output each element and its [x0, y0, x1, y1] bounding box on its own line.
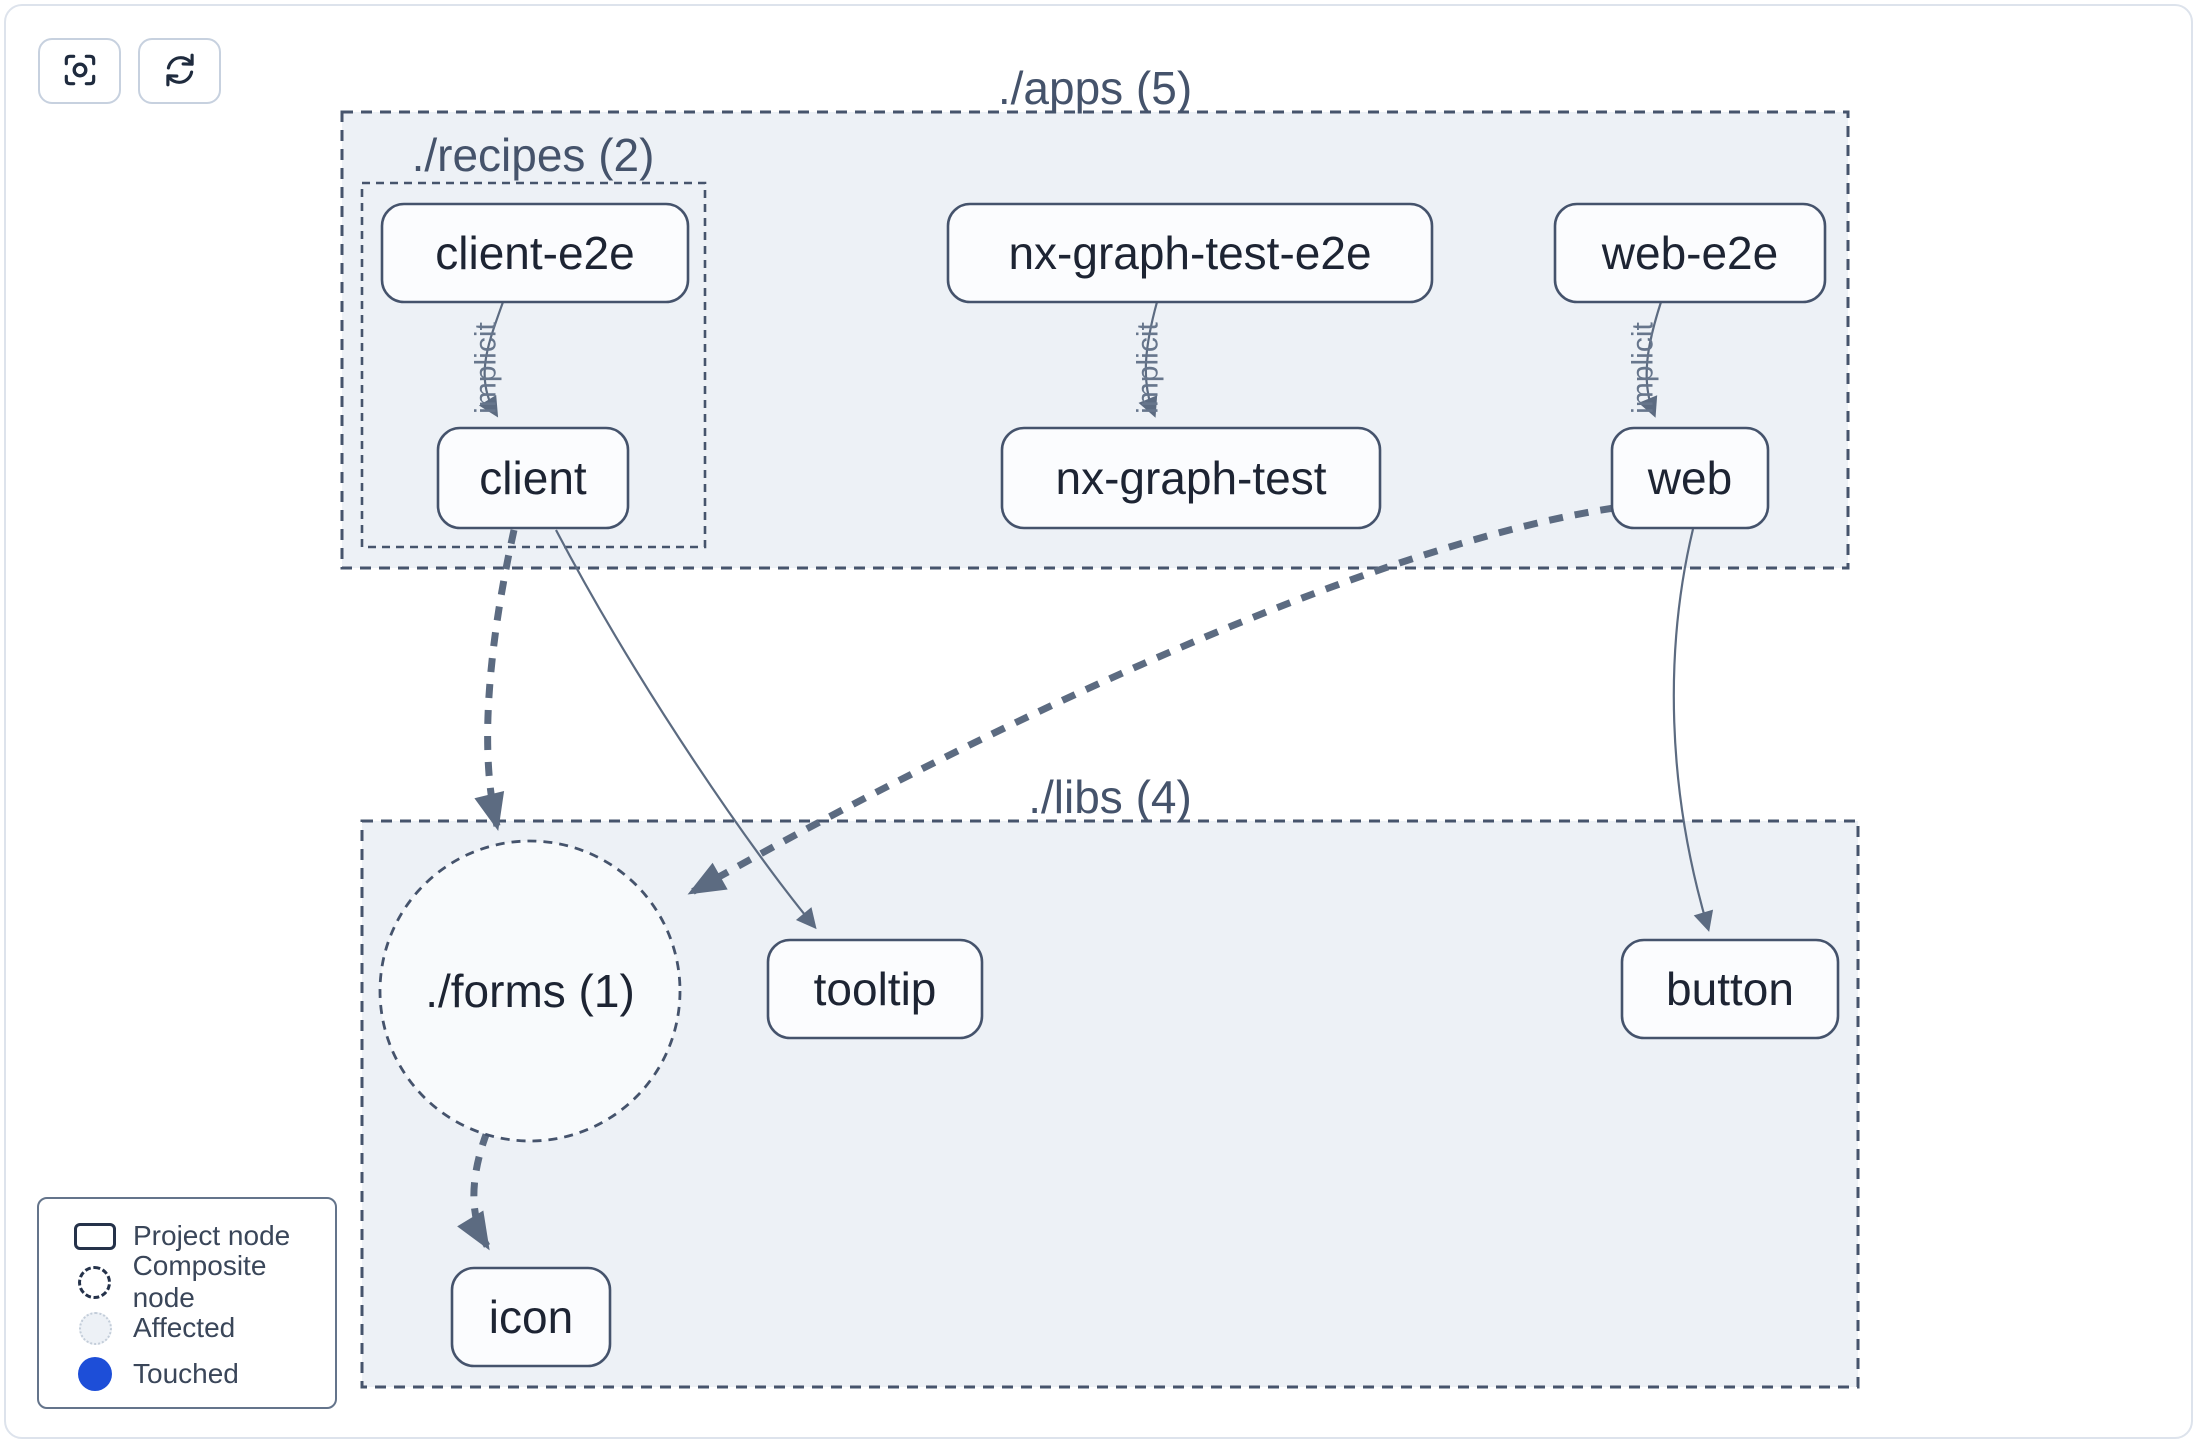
- node-nx-graph-test-e2e-label: nx-graph-test-e2e: [1008, 227, 1371, 279]
- edge-client-to-tooltip: [555, 529, 817, 930]
- group-label-libs: ./libs (4): [1028, 771, 1192, 823]
- group-label-recipes: ./recipes (2): [412, 129, 655, 181]
- touched-swatch-icon: [65, 1357, 125, 1391]
- node-tooltip-label: tooltip: [814, 963, 937, 1015]
- legend-label: Affected: [133, 1312, 236, 1343]
- node-nx-graph-test-e2e-rect[interactable]: [946, 202, 1434, 304]
- composite-node-forms-circle[interactable]: [378, 839, 682, 1143]
- edge-client-to-forms: [474, 529, 518, 831]
- node-button[interactable]: button: [1620, 938, 1840, 1040]
- node-button-label: button: [1666, 963, 1794, 1015]
- node-web-e2e[interactable]: web-e2e: [1553, 202, 1827, 304]
- composite-node-swatch-icon: [65, 1265, 125, 1299]
- node-client[interactable]: client: [436, 426, 630, 530]
- refresh-button[interactable]: [138, 38, 221, 104]
- zoom-to-fit-button[interactable]: [38, 38, 121, 104]
- node-nx-graph-test-rect[interactable]: [1000, 426, 1382, 530]
- node-client-e2e[interactable]: client-e2e: [380, 202, 690, 304]
- graph-legend: Project node Composite node Affected Tou…: [37, 1197, 337, 1409]
- edge-web-to-forms: [687, 504, 1615, 896]
- node-web-e2e-label: web-e2e: [1601, 227, 1778, 279]
- composite-node-forms[interactable]: ./forms (1): [378, 839, 682, 1143]
- node-icon-rect[interactable]: [450, 1266, 612, 1368]
- legend-item-composite-node: Composite node: [39, 1250, 335, 1313]
- edge-label-implicit-3: implicit: [1627, 322, 1660, 414]
- node-icon[interactable]: icon: [450, 1266, 612, 1368]
- legend-label: Project node: [133, 1220, 291, 1251]
- legend-item-project-node: Project node: [39, 1213, 335, 1259]
- group-label-apps: ./apps (5): [998, 62, 1192, 114]
- node-button-rect[interactable]: [1620, 938, 1840, 1040]
- edge-label-implicit-2: implicit: [1132, 322, 1165, 414]
- edge-label-implicit-1: implicit: [470, 322, 503, 414]
- node-client-rect[interactable]: [436, 426, 630, 530]
- edge-web-e2e-to-web: [1638, 301, 1663, 418]
- node-tooltip-rect[interactable]: [766, 938, 984, 1040]
- project-node-swatch-icon: [65, 1222, 125, 1250]
- node-web-e2e-rect[interactable]: [1553, 202, 1827, 304]
- group-recipes: ./recipes (2): [360, 129, 707, 549]
- composite-node-forms-label: ./forms (1): [425, 965, 635, 1017]
- node-nx-graph-test-e2e[interactable]: nx-graph-test-e2e: [946, 202, 1434, 304]
- node-client-label: client: [479, 452, 587, 504]
- refresh-arrows-icon: [160, 50, 200, 93]
- edge-forms-to-icon: [457, 1130, 491, 1251]
- legend-label: Touched: [133, 1358, 239, 1389]
- node-nx-graph-test-label: nx-graph-test: [1055, 452, 1326, 504]
- node-client-e2e-label: client-e2e: [435, 227, 634, 279]
- affected-swatch-icon: [65, 1311, 125, 1345]
- node-web-label: web: [1647, 452, 1732, 504]
- legend-label: Composite node: [132, 1250, 267, 1313]
- node-nx-graph-test[interactable]: nx-graph-test: [1000, 426, 1382, 530]
- node-tooltip[interactable]: tooltip: [766, 938, 984, 1040]
- legend-item-affected: Affected: [39, 1305, 335, 1351]
- edge-client-e2e-to-client: [478, 301, 505, 418]
- focus-crosshair-icon: [60, 50, 100, 93]
- graph-toolbar: [38, 38, 221, 104]
- node-client-e2e-rect[interactable]: [380, 202, 690, 304]
- legend-item-touched: Touched: [39, 1351, 335, 1397]
- group-recipes-rect: [360, 181, 707, 549]
- node-icon-label: icon: [489, 1291, 573, 1343]
- edge-nx-graph-test-e2e-to-nx-graph-test: [1138, 301, 1159, 418]
- node-web-rect[interactable]: [1610, 426, 1770, 530]
- node-web[interactable]: web: [1610, 426, 1770, 530]
- edge-web-to-button: [1672, 528, 1714, 932]
